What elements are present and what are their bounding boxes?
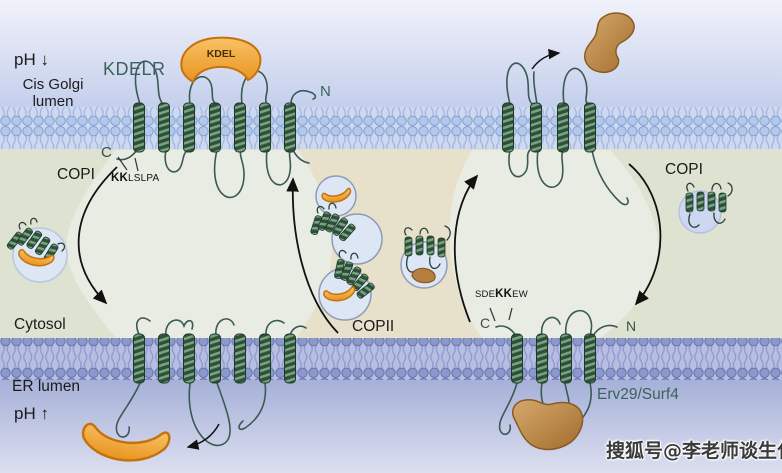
cytosol-label: Cytosol: [14, 316, 66, 333]
golgi-lumen-background: [0, 0, 782, 108]
kdelr-c-terminus-label: C: [101, 144, 112, 161]
copi-label-left: COPI: [57, 166, 95, 183]
erv29-n-terminus-label: N: [626, 318, 637, 334]
ph-down-arrow-icon: ↓: [40, 50, 49, 69]
golgi-ph-label: pH ↓: [14, 50, 49, 69]
erv29-golgi-lumenal-loops: [506, 62, 589, 105]
kdelr-retrieval-motif-label: KKLSLPA: [111, 172, 160, 184]
copii-vesicle-cargo-only: [315, 175, 357, 217]
kdelr-name-label: KDELR: [103, 59, 166, 79]
copii-vesicle-erv29-cargo: [400, 225, 451, 289]
copii-anterograde-arrow-left: [286, 177, 339, 334]
erv29-name-label: Erv29/Surf4: [597, 386, 679, 403]
ph-up-arrow-icon: ↑: [40, 404, 49, 423]
copi-label-right: COPI: [665, 161, 703, 178]
kdelr-n-terminus-label: N: [320, 83, 331, 100]
er-membrane: [0, 338, 782, 380]
erv29-golgi-cytosolic-loops: [508, 149, 629, 206]
golgi-lumen-label: Cis Golgi lumen: [22, 76, 84, 111]
copii-vesicle-kdelr-cargo: [318, 249, 375, 321]
copi-vesicle-right: [678, 182, 733, 234]
kdel-motif-label: KDEL: [206, 48, 236, 60]
erv29-er-helices: [511, 333, 596, 384]
cargo-release-arrow: [531, 48, 561, 70]
kdelr-golgi-helices: [133, 102, 296, 153]
kdelr-er-helices: [133, 333, 296, 384]
erv29-c-terminus-label: C: [480, 315, 491, 331]
copii-label: COPII: [352, 318, 395, 335]
secreted-cargo-er: [511, 399, 584, 451]
copii-anterograde-arrow-right: [453, 174, 479, 323]
kdelr-er-cytosolic-loops: [135, 317, 307, 337]
erv29-export-motif-label: SDEKKEW: [475, 288, 528, 300]
er-lumen-label: ER lumen: [12, 378, 81, 395]
left-cycle-cloud: [66, 150, 332, 338]
kdel-cargo-golgi: [180, 36, 262, 84]
motif-pointer-lines: [117, 156, 513, 322]
kdelr-golgi-lumenal-loops: [134, 60, 317, 105]
golgi-membrane: [0, 107, 782, 149]
copi-vesicle-left: [6, 217, 68, 283]
secreted-cargo-released: [584, 12, 635, 74]
copi-retrograde-arrow-right: [628, 163, 662, 306]
kdelr-er-lumenal-loops: [115, 382, 267, 447]
right-cycle-cloud: [449, 150, 659, 338]
er-ph-label: pH ↑: [14, 404, 49, 423]
watermark-text: 搜狐号@李老师谈生化: [606, 440, 782, 462]
copi-retrograde-arrow-left: [77, 166, 118, 305]
mini-cargo-brown: [411, 267, 436, 284]
erv29-golgi-helices: [502, 102, 596, 153]
cargo-delivery-arrow: [186, 423, 220, 450]
